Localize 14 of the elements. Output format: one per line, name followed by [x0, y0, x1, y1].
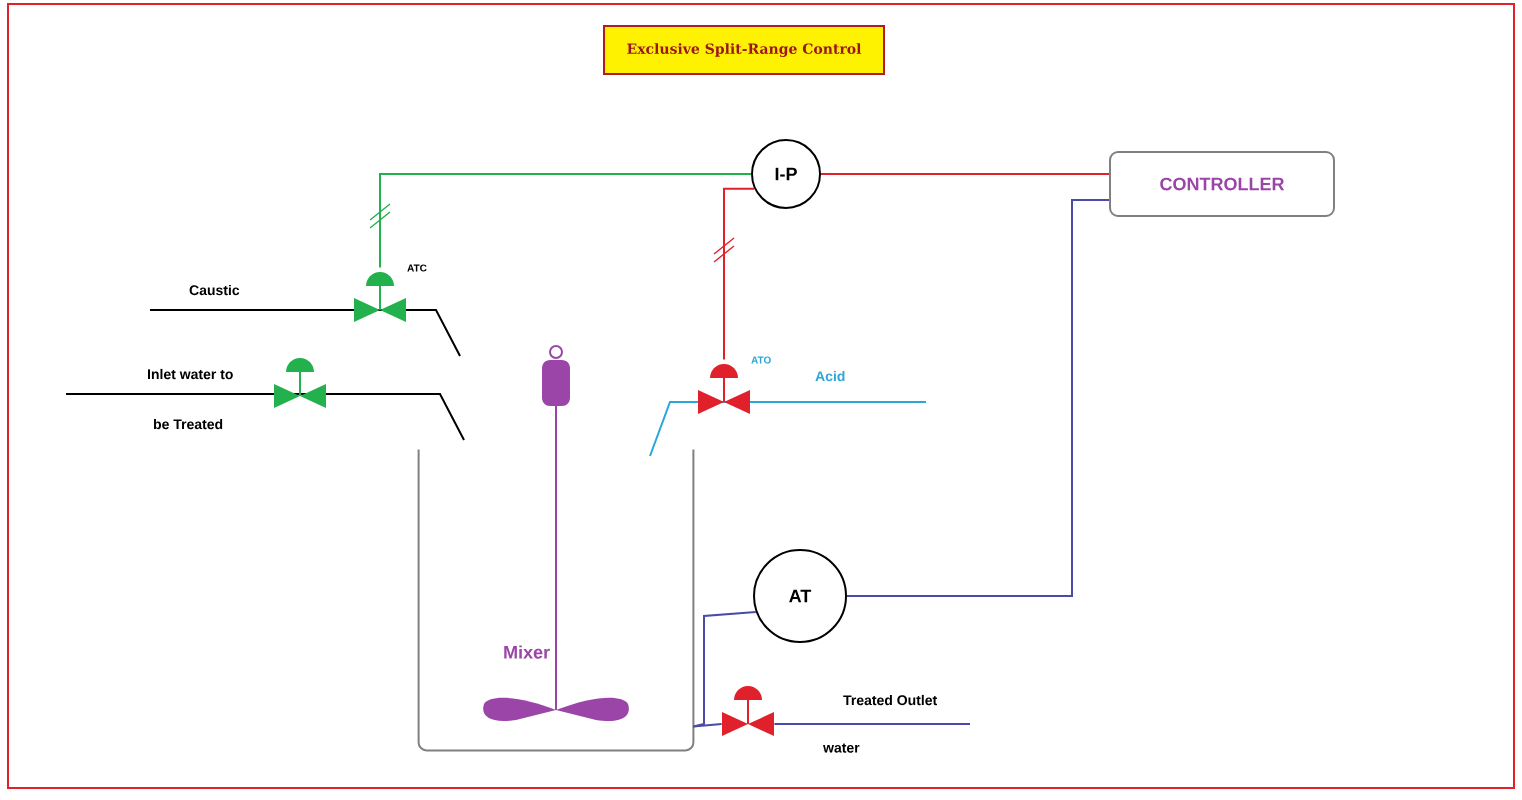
signal-line	[692, 611, 757, 728]
signal-line	[846, 199, 1110, 597]
signal-line	[723, 187, 756, 361]
control-valve	[354, 272, 406, 322]
control-valve	[722, 686, 774, 736]
mixing-tank	[417, 448, 695, 752]
signal-line	[379, 173, 752, 269]
control-valve	[274, 358, 326, 408]
controller-box: CONTROLLER	[1109, 151, 1335, 217]
signal-line	[820, 173, 1110, 175]
pipe-label: Mixer	[504, 645, 550, 659]
signal-line	[773, 723, 971, 725]
control-valve	[698, 364, 750, 414]
signal-line	[692, 723, 723, 728]
